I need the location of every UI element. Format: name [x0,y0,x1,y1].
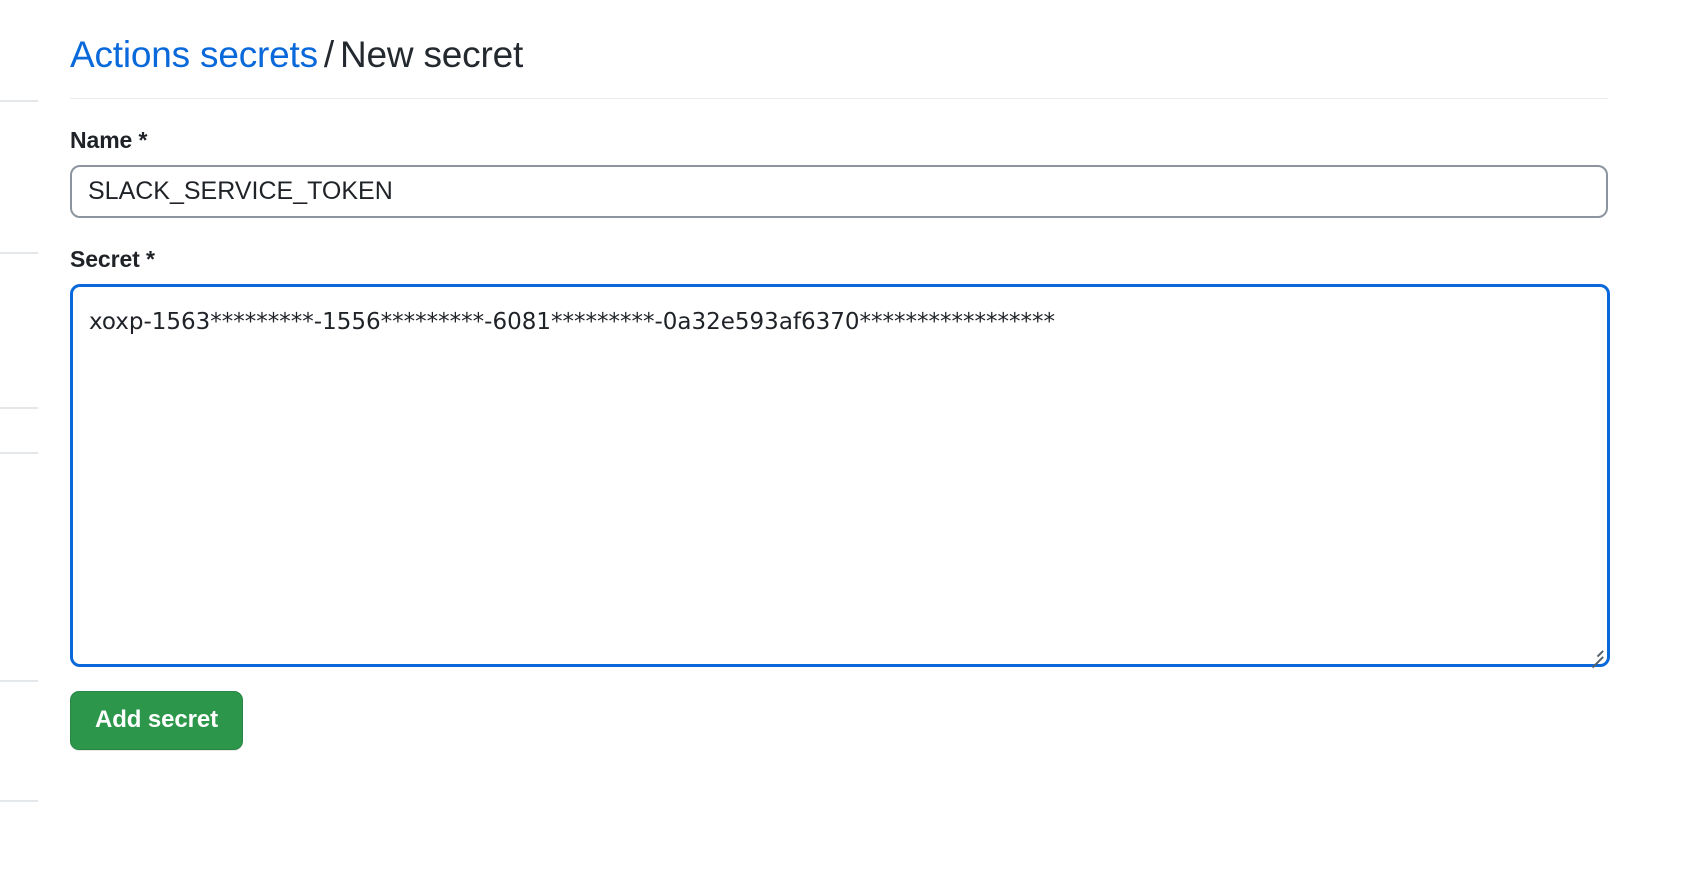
add-secret-button[interactable]: Add secret [70,691,244,751]
secret-name-input[interactable] [70,165,1608,219]
form-actions: Add secret [70,691,1620,751]
page-chrome-divider [0,100,38,102]
page-chrome-divider [0,407,38,409]
secret-value-container [70,284,1610,668]
breadcrumb: Actions secrets/New secret [70,0,1620,77]
page-chrome-divider [0,680,38,682]
new-secret-page: Actions secrets/New secret Name * Secret… [70,0,1620,751]
header-divider [70,98,1608,100]
new-secret-form: Name * Secret * Add secret [70,127,1620,751]
page-chrome-divider [0,800,38,802]
breadcrumb-current-new-secret: New secret [339,34,524,75]
page-chrome-divider [0,252,38,254]
name-field-label: Name * [70,127,148,154]
breadcrumb-link-actions-secrets[interactable]: Actions secrets [70,34,318,75]
page-chrome-divider [0,452,38,454]
secret-field-label: Secret * [70,246,155,273]
breadcrumb-separator: / [323,34,334,75]
secret-value-textarea[interactable] [70,284,1610,668]
